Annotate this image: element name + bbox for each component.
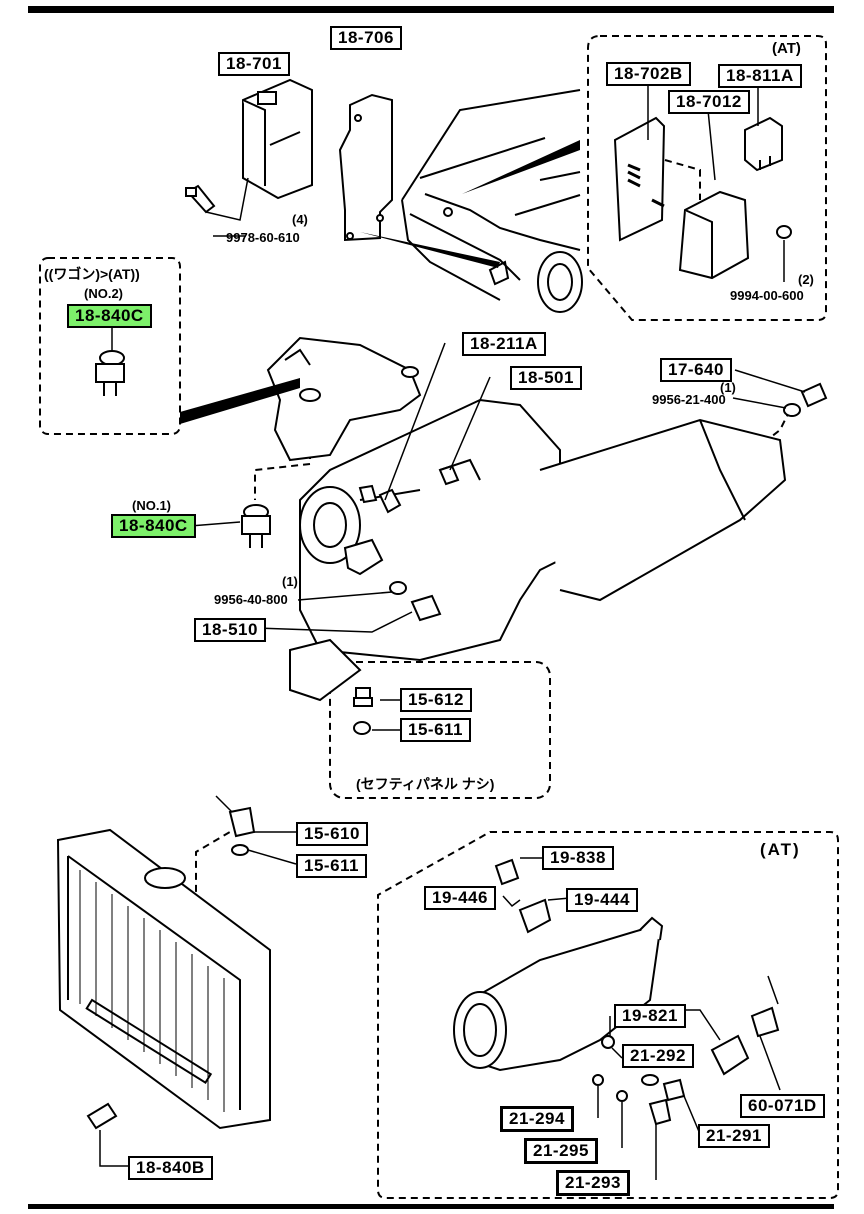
vehicle-illustration bbox=[401, 89, 583, 313]
part-label-18-706[interactable]: 18-706 bbox=[330, 26, 402, 50]
part-label-21-293[interactable]: 21-293 bbox=[556, 1170, 630, 1196]
switch-number-note: (NO.1) bbox=[132, 498, 171, 513]
part-label-18-702B[interactable]: 18-702B bbox=[606, 62, 691, 86]
part-label-15-612[interactable]: 15-612 bbox=[400, 688, 472, 712]
part-label-18-510[interactable]: 18-510 bbox=[194, 618, 266, 642]
part-label-9978-60-610[interactable]: 9978-60-610 bbox=[226, 230, 300, 245]
wagon-at-heading: ((ワゴン)>(AT)) bbox=[44, 266, 140, 282]
safety-panel-group bbox=[329, 661, 551, 799]
part-label-19-821[interactable]: 19-821 bbox=[614, 1004, 686, 1028]
part-label-18-7012[interactable]: 18-7012 bbox=[668, 90, 750, 114]
temp-sensor-illustration bbox=[86, 806, 256, 1130]
part-label-21-295[interactable]: 21-295 bbox=[524, 1138, 598, 1164]
part-label-21-292[interactable]: 21-292 bbox=[622, 1044, 694, 1068]
part-label-9994-00-600[interactable]: 9994-00-600 bbox=[730, 288, 804, 303]
top-border bbox=[28, 6, 834, 13]
part-label-19-838[interactable]: 19-838 bbox=[542, 846, 614, 870]
wagon-at-group bbox=[39, 257, 181, 435]
part-label-19-444[interactable]: 19-444 bbox=[566, 888, 638, 912]
part-label-18-501[interactable]: 18-501 bbox=[510, 366, 582, 390]
part-label-19-446[interactable]: 19-446 bbox=[424, 886, 496, 910]
quantity-note: (2) bbox=[798, 272, 814, 287]
bracket-illustration bbox=[338, 93, 393, 242]
bolt-15612-illustration bbox=[353, 687, 373, 735]
switch-no1-illustration bbox=[241, 504, 271, 548]
bolt-illustration bbox=[185, 184, 216, 214]
at-heading-bottom: (AT) bbox=[760, 840, 801, 859]
quantity-note: (4) bbox=[292, 212, 308, 227]
part-label-18-840C-no2[interactable]: 18-840C bbox=[67, 304, 152, 328]
radiator-illustration bbox=[56, 828, 271, 1130]
switch-number-note: (NO.2) bbox=[84, 286, 123, 301]
quantity-note: (1) bbox=[720, 380, 736, 395]
pointer-wedge bbox=[462, 140, 580, 194]
part-label-18-211A[interactable]: 18-211A bbox=[462, 332, 546, 356]
at-transmission-group bbox=[377, 831, 839, 1199]
part-label-15-611-upper[interactable]: 15-611 bbox=[400, 718, 471, 742]
leader-dashed bbox=[195, 825, 241, 900]
part-label-18-840B[interactable]: 18-840B bbox=[128, 1156, 213, 1180]
transmission-illustration bbox=[453, 858, 780, 1126]
leader-dashed bbox=[664, 159, 701, 200]
switch-no2-illustration bbox=[95, 350, 125, 396]
radiator-fins bbox=[79, 870, 225, 1112]
sensor-illustration bbox=[343, 382, 828, 622]
part-label-15-610[interactable]: 15-610 bbox=[296, 822, 368, 846]
quantity-note: (1) bbox=[282, 574, 298, 589]
at-heading: (AT) bbox=[772, 40, 801, 57]
part-label-15-611-lower[interactable]: 15-611 bbox=[296, 854, 367, 878]
safety-panel-note: (セフティパネル ナシ) bbox=[356, 776, 495, 792]
manifold-illustration bbox=[266, 336, 422, 462]
part-label-60-071D[interactable]: 60-071D bbox=[740, 1094, 825, 1118]
part-label-21-294[interactable]: 21-294 bbox=[500, 1106, 574, 1132]
at-relay-group bbox=[587, 35, 827, 321]
part-label-18-840C-no1[interactable]: 18-840C bbox=[111, 514, 196, 538]
relay-bracket-illustration bbox=[613, 116, 792, 280]
pointer-wedge bbox=[360, 232, 500, 268]
part-label-17-640[interactable]: 17-640 bbox=[660, 358, 732, 382]
control-unit-illustration bbox=[242, 78, 313, 200]
part-label-18-811A[interactable]: 18-811A bbox=[718, 64, 802, 88]
part-label-9956-21-400[interactable]: 9956-21-400 bbox=[652, 392, 726, 407]
bottom-border bbox=[28, 1204, 834, 1209]
part-label-9956-40-800[interactable]: 9956-40-800 bbox=[214, 592, 288, 607]
pointer-wedge bbox=[180, 378, 300, 424]
part-label-18-701[interactable]: 18-701 bbox=[218, 52, 290, 76]
part-label-21-291[interactable]: 21-291 bbox=[698, 1124, 770, 1148]
